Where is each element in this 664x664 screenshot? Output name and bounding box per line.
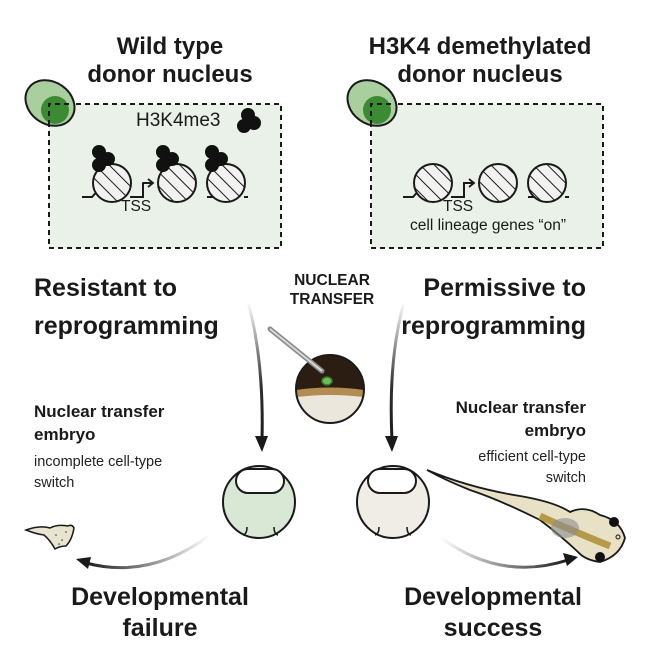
left-desc-line1: incomplete cell-type [34,454,163,470]
right-embryo-label: Nuclear transfer embryo [440,396,586,442]
right-down-arrow [385,301,406,452]
tss-arrow-icon [463,178,476,197]
left-nucleosome [157,163,197,203]
right-desc-line2: switch [545,470,586,486]
right-nucleosome [527,163,567,203]
right-tss-label: TSS [443,198,474,215]
h3k4me3-mark-icon [156,145,179,172]
right-embryo-desc: efficient cell-type switch [440,447,586,489]
left-embryo-label: Nuclear transfer embryo [34,400,164,446]
failure-label: Developmental failure [60,582,260,644]
h3k4me3-mark-icon [92,145,115,172]
right-embryo-line2: embryo [524,421,586,440]
left-title-line1: Wild type [116,33,224,60]
nuclear-transfer-label: NUCLEAR TRANSFER [262,271,402,309]
left-nucleosome [206,163,246,203]
right-nucleosome [413,163,453,203]
h3k4me3-mark-icon [205,145,228,172]
failure-arrow [76,533,211,570]
right-panel-title: H3K4 demethylated donor nucleus [350,33,610,89]
left-embryo-desc: incomplete cell-type switch [34,452,162,494]
resistant-line2: reprogramming [34,312,219,340]
right-title-line2: donor nucleus [397,61,563,88]
right-embryo-icon [356,465,430,539]
left-embryo-line1: Nuclear transfer [34,402,165,421]
right-title-line1: H3K4 demethylated [368,33,592,60]
permissive-line2: reprogramming [401,312,586,340]
success-line2: success [443,614,543,642]
failure-line1: Developmental [71,583,249,611]
left-panel [24,79,282,249]
success-line1: Developmental [404,583,582,611]
left-panel-title: Wild type donor nucleus [60,33,280,89]
right-desc-line1: efficient cell-type [478,449,586,465]
permissive-heading: Permissive to reprogramming [380,269,586,345]
right-donor-cell-icon [346,79,398,127]
permissive-line1: Permissive to [423,274,586,302]
failure-line2: failure [122,614,198,642]
tadpole-icon [426,469,626,563]
nuclear-transfer-line2: TRANSFER [289,291,375,308]
nuclear-transfer-line1: NUCLEAR [294,272,370,289]
left-down-arrow [246,301,268,452]
left-tss-label: TSS [121,198,152,215]
micropipette-icon [267,326,325,374]
left-embryo-icon [222,465,296,539]
left-title-line2: donor nucleus [87,61,253,88]
oocyte-icon [295,354,365,424]
success-arrow [439,535,578,569]
right-panel [346,79,604,249]
left-embryo-line2: embryo [34,425,96,444]
h3k4me3-label: H3K4me3 [136,110,221,131]
right-nucleosome [478,163,518,203]
resistant-line1: Resistant to [34,274,178,302]
left-donor-cell-icon [24,79,76,127]
success-label: Developmental success [393,582,593,644]
failed-embryo-icon [23,524,75,551]
resistant-heading: Resistant to reprogramming [34,269,219,345]
tss-arrow-icon [142,178,155,197]
cell-lineage-genes-label: cell lineage genes “on” [410,217,566,234]
left-desc-line2: switch [34,475,75,491]
h3k4me3-legend-icon [237,108,261,133]
right-embryo-line1: Nuclear transfer [455,398,586,417]
